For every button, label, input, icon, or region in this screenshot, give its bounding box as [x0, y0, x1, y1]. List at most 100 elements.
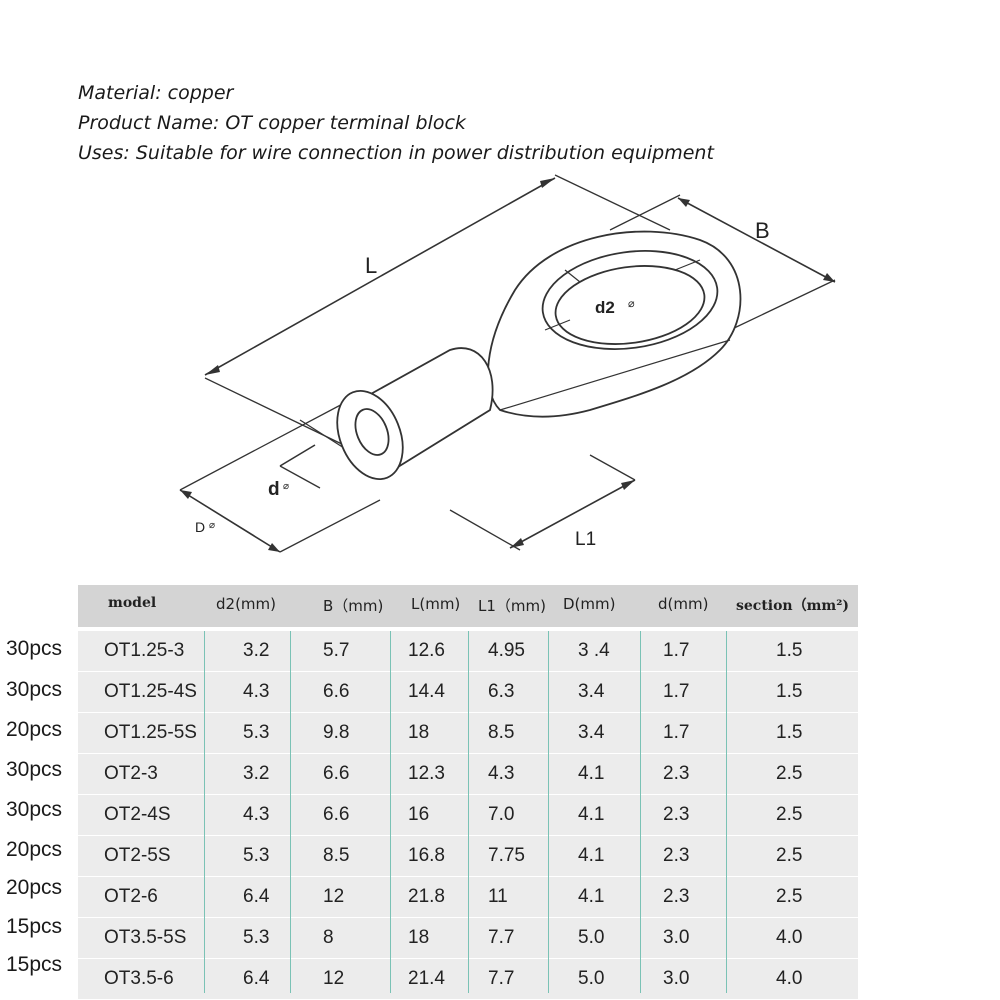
table-cell: 6.4: [243, 886, 270, 907]
table-cell: 7.7: [488, 927, 515, 948]
table-cell: 3.0: [663, 968, 690, 989]
table-cell: 4.1: [578, 763, 605, 784]
table-cell: 4.3: [243, 804, 270, 825]
table-cell: 1.5: [776, 722, 803, 743]
table-cell: 3 .4: [578, 640, 610, 661]
table-cell: 18: [408, 927, 430, 948]
table-cell: 4.0: [776, 968, 803, 989]
table-cell: 2.3: [663, 763, 690, 784]
column-divider: [204, 631, 205, 993]
table-cell: 4.95: [488, 640, 525, 661]
table-cell: 12.6: [408, 640, 445, 661]
quantity-label: 20pcs: [6, 876, 63, 899]
table-cell: 16.8: [408, 845, 445, 866]
table-cell: 6.6: [323, 681, 350, 702]
column-divider: [548, 631, 549, 993]
table-cell: 16: [408, 804, 430, 825]
table-cell: 3.4: [578, 681, 605, 702]
quantity-label: 30pcs: [6, 798, 63, 821]
table-cell: 4.1: [578, 804, 605, 825]
table-cell: 2.3: [663, 804, 690, 825]
quantity-label: 30pcs: [6, 758, 63, 781]
table-cell: 3.0: [663, 927, 690, 948]
table-cell: 2.5: [776, 763, 803, 784]
table-cell: OT2-3: [104, 763, 158, 784]
table-cell: 4.1: [578, 845, 605, 866]
table-cell: OT1.25-5S: [104, 722, 197, 743]
table-cell: 9.8: [323, 722, 350, 743]
quantity-label: 15pcs: [6, 915, 63, 938]
table-cell: 2.5: [776, 845, 803, 866]
table-cell: 18: [408, 722, 430, 743]
table-cell: 12.3: [408, 763, 445, 784]
column-header: L(mm): [411, 595, 461, 613]
table-cell: 11: [488, 886, 508, 907]
table-cell: 7.0: [488, 804, 515, 825]
table-cell: 6.6: [323, 804, 350, 825]
table-cell: 5.0: [578, 968, 605, 989]
column-header: B（mm): [323, 597, 384, 615]
table-cell: OT1.25-4S: [104, 681, 197, 702]
column-divider: [290, 631, 291, 993]
table-cell: 1.5: [776, 681, 803, 702]
table-cell: 21.4: [408, 968, 445, 989]
column-divider: [726, 631, 727, 993]
table-cell: 2.5: [776, 886, 803, 907]
table-cell: 3.4: [578, 722, 605, 743]
table-cell: OT2-6: [104, 886, 158, 907]
column-divider: [390, 631, 391, 993]
table-cell: 8: [323, 927, 334, 948]
table-cell: 14.4: [408, 681, 445, 702]
quantity-label: 30pcs: [6, 678, 63, 701]
table-cell: 4.0: [776, 927, 803, 948]
table-cell: 2.3: [663, 845, 690, 866]
quantity-label: 15pcs: [6, 953, 63, 976]
label-D: D: [195, 519, 205, 535]
uses-text: Uses: Suitable for wire connection in po…: [78, 142, 714, 164]
table-cell: 4.3: [243, 681, 270, 702]
table-cell: 6.6: [323, 763, 350, 784]
product-name-text: Product Name: OT copper terminal block: [78, 112, 466, 134]
column-header: L1（mm): [478, 597, 546, 615]
label-d2: d2: [595, 298, 615, 317]
diameter-symbol-d2: ⌀: [628, 298, 635, 310]
table-cell: 4.1: [578, 886, 605, 907]
table-cell: 1.5: [776, 640, 803, 661]
table-cell: 12: [323, 886, 345, 907]
quantity-label: 20pcs: [6, 718, 63, 741]
column-header: d(mm): [658, 595, 709, 613]
table-cell: 8.5: [323, 845, 350, 866]
table-cell: OT1.25-3: [104, 640, 185, 661]
table-cell: 2.5: [776, 804, 803, 825]
label-L: L: [365, 253, 377, 278]
table-row: OT1.25-4S 4.3 6.6 14.4 6.3 3.4 1.7 1.5: [78, 672, 858, 713]
table-cell: 1.7: [663, 681, 690, 702]
table-cell: 8.5: [488, 722, 515, 743]
table-cell: 12: [323, 968, 345, 989]
column-header: model: [108, 595, 157, 611]
table-cell: 5.7: [323, 640, 350, 661]
table-cell: 21.8: [408, 886, 445, 907]
table-cell: 6.3: [488, 681, 515, 702]
table-cell: 7.7: [488, 968, 515, 989]
table-cell: 1.7: [663, 640, 690, 661]
table-cell: 1.7: [663, 722, 690, 743]
diameter-symbol-d: ⌀: [283, 481, 289, 492]
column-divider: [468, 631, 469, 993]
table-cell: 5.3: [243, 845, 270, 866]
table-cell: 3.2: [243, 640, 270, 661]
column-header: section（mm²): [736, 598, 849, 614]
table-cell: 4.3: [488, 763, 515, 784]
table-cell: 3.2: [243, 763, 270, 784]
terminal-diagram: L B d2 ⌀ d ⌀ D ⌀ L1: [179, 174, 836, 553]
product-info: Material: copper Product Name: OT copper…: [78, 78, 714, 168]
table-cell: 5.0: [578, 927, 605, 948]
table-cell: 2.3: [663, 886, 690, 907]
table-cell: 7.75: [488, 845, 525, 866]
column-header: d2(mm): [216, 595, 276, 613]
table-cell: OT2-5S: [104, 845, 171, 866]
material-text: Material: copper: [78, 82, 234, 104]
